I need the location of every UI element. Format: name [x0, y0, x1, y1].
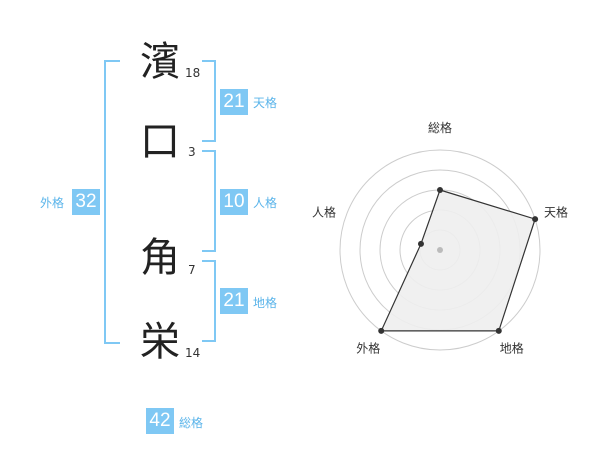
- gaikaku-bracket: [104, 60, 120, 344]
- gaikaku-value: 32: [72, 189, 100, 215]
- chikaku-bracket: [202, 260, 216, 342]
- tenkaku-label: 天格: [253, 96, 278, 110]
- jinkaku-label: 人格: [253, 196, 278, 210]
- stroke-count-3: 7: [188, 263, 196, 277]
- stroke-count-4: 14: [185, 346, 201, 360]
- radar-point-2: [532, 216, 539, 223]
- jinkaku-value: 10: [220, 189, 248, 215]
- stroke-count-1: 18: [185, 66, 201, 80]
- radar-axis-label-1: 総格: [428, 120, 452, 135]
- name-char-3: 角: [140, 235, 180, 281]
- radar-point-1: [437, 187, 443, 193]
- soukaku-value: 42: [146, 408, 174, 434]
- radar-ring-5: [339, 149, 541, 351]
- gaikaku-label: 外格: [40, 196, 65, 210]
- radar-polygon: [380, 189, 536, 332]
- radar-point-4: [378, 327, 385, 334]
- name-char-4: 栄: [140, 319, 180, 365]
- tenkaku-bracket: [202, 60, 216, 142]
- radar-axis-label-4: 外格: [356, 341, 380, 356]
- radar-axis-label-2: 天格: [544, 204, 568, 219]
- soukaku-label: 総格: [179, 416, 204, 430]
- tenkaku-value: 21: [220, 89, 248, 115]
- name-char-1: 濱: [140, 39, 180, 85]
- chikaku-value: 21: [220, 288, 248, 314]
- name-char-2: 口: [140, 119, 180, 165]
- radar-center-dot: [437, 247, 443, 253]
- jinkaku-bracket: [202, 150, 216, 252]
- radar-point-3: [495, 327, 502, 334]
- radar-axis-label-3: 地格: [500, 341, 524, 356]
- stroke-count-2: 3: [188, 145, 196, 159]
- radar-axis-label-5: 人格: [312, 204, 336, 219]
- chikaku-label: 地格: [253, 296, 278, 310]
- radar-point-5: [417, 240, 424, 247]
